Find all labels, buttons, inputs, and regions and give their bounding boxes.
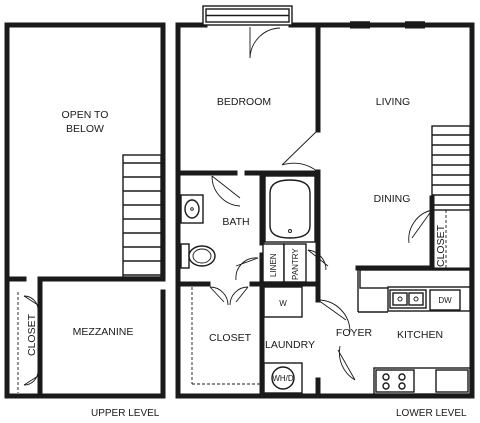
lower-outer-wall (175, 22, 475, 399)
living-label: LIVING (376, 96, 410, 108)
upper-level-caption: UPPER LEVEL (91, 408, 160, 419)
pantry-label: PANTRY (291, 248, 300, 280)
stair-closet-label: CLOSET (435, 224, 447, 267)
kitchen-upper-counter (359, 269, 471, 289)
lower-level-plan: BEDROOM LIVING DINING BATH LINEN PANTRY … (175, 5, 475, 419)
kitchen-sink-icon (389, 289, 427, 309)
washer-box (263, 286, 303, 318)
dishwasher-label: DW (438, 296, 452, 305)
bedroom-label: BEDROOM (217, 96, 271, 108)
kitchen-label: KITCHEN (397, 329, 443, 341)
upper-level-plan: OPEN TO BELOW CLOSET MEZZANINE UPPER LEV… (4, 22, 166, 419)
washer-dryer-icon (271, 366, 295, 390)
upper-closet-door-2 (23, 370, 39, 386)
bath-right-wall (259, 170, 321, 287)
washer-dryer-box (263, 362, 303, 394)
bedroom-window (202, 5, 293, 26)
washer-label: W (279, 299, 287, 308)
washer-dryer-label: WH/D (272, 374, 294, 383)
bathtub-icon (264, 175, 316, 243)
open-to-below-label-1: OPEN TO (62, 109, 109, 121)
dishwasher-icon (429, 289, 461, 311)
upper-outer-wall (4, 22, 166, 399)
lower-level-caption: LOWER LEVEL (396, 408, 467, 419)
bedroom-top-door (249, 27, 281, 59)
foyer-label: FOYER (336, 327, 373, 339)
stair-closet-door (408, 209, 433, 244)
linen-label: LINEN (269, 253, 278, 277)
lower-stair (431, 125, 471, 211)
upper-stair (122, 154, 162, 278)
toilet-icon (180, 243, 216, 269)
lower-closet-door-2 (229, 286, 249, 306)
upper-closet-label: CLOSET (26, 313, 38, 356)
upper-closet-door (23, 295, 39, 311)
bath-label: BATH (222, 216, 249, 228)
bath-door (211, 175, 241, 207)
foyer-entry-door (337, 345, 356, 381)
range-icon (375, 369, 415, 393)
laundry-label: LAUNDRY (265, 339, 315, 351)
open-to-below-label-2: BELOW (66, 123, 104, 135)
lower-closet-label: CLOSET (209, 332, 252, 344)
lower-closet-door (209, 286, 229, 306)
laundry-door (317, 299, 351, 333)
laundry-walls (259, 281, 321, 399)
pantry-door (307, 249, 329, 271)
linen-door (235, 257, 259, 281)
dining-label: DINING (374, 193, 411, 205)
mezzanine-label: MEZZANINE (73, 326, 134, 338)
refrigerator-icon (435, 369, 469, 393)
pantry-closet (283, 243, 307, 283)
bedroom-door-living (281, 129, 319, 173)
bath-sink-icon (180, 194, 204, 224)
